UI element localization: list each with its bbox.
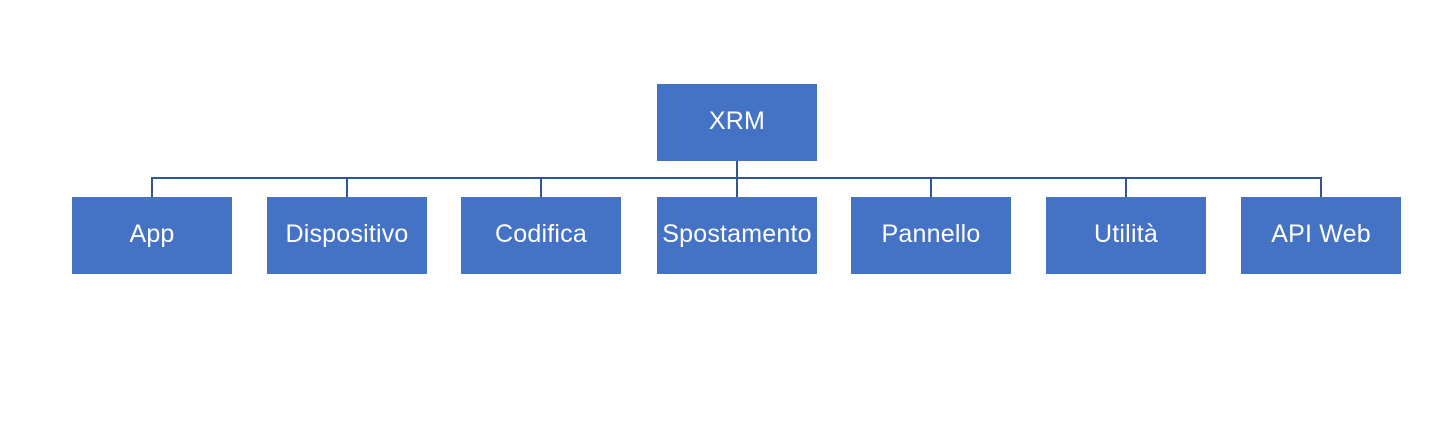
connector-stub-api-web [1320, 179, 1322, 197]
connector-horizontal-bus [151, 177, 1322, 179]
node-xrm[interactable]: XRM [657, 84, 817, 161]
node-label: Codifica [495, 220, 587, 248]
node-codifica[interactable]: Codifica [461, 197, 621, 274]
node-utilita[interactable]: Utilità [1046, 197, 1206, 274]
connector-stub-dispositivo [346, 179, 348, 197]
node-label: XRM [708, 107, 766, 135]
node-label: App [129, 220, 175, 248]
node-label: API Web [1271, 220, 1371, 248]
node-dispositivo[interactable]: Dispositivo [267, 197, 427, 274]
node-label: Utilità [1094, 220, 1158, 248]
connector-stub-utilita [1125, 179, 1127, 197]
node-label: Spostamento [662, 220, 812, 248]
connector-root-drop [736, 161, 738, 178]
node-label: Pannello [881, 220, 981, 248]
node-label: Dispositivo [285, 220, 409, 248]
connector-stub-app [151, 179, 153, 197]
node-app[interactable]: App [72, 197, 232, 274]
node-api-web[interactable]: API Web [1241, 197, 1401, 274]
node-pannello[interactable]: Pannello [851, 197, 1011, 274]
connector-stub-spostamento [736, 179, 738, 197]
node-spostamento[interactable]: Spostamento [657, 197, 817, 274]
connector-stub-pannello [930, 179, 932, 197]
connector-stub-codifica [540, 179, 542, 197]
